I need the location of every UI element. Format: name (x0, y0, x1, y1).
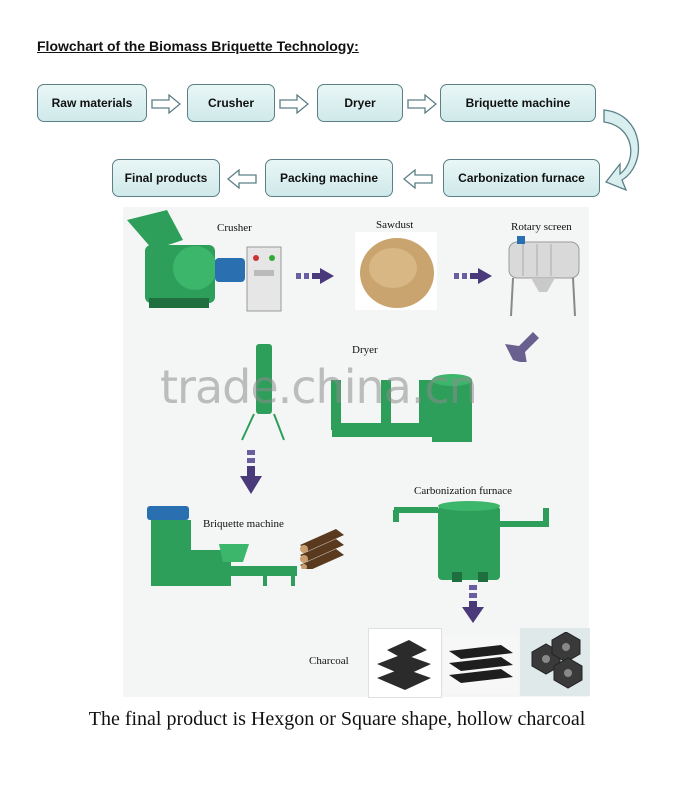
crusher-machine-image (127, 210, 245, 308)
stacked-charcoal-icon (449, 645, 513, 683)
left-arrow-icon (227, 169, 257, 189)
rotary-screen-image (508, 236, 580, 317)
crusher-label: Crusher (217, 222, 252, 234)
packing-machine-box: Packing machine (265, 159, 393, 197)
carbonization-furnace-image (393, 501, 549, 582)
briquette-machine-image (147, 506, 297, 586)
hexagon-charcoal-pile-icon (531, 632, 583, 689)
curved-down-arrow-icon (603, 109, 639, 192)
right-arrow-icon (296, 268, 334, 284)
right-arrow-icon (151, 94, 181, 114)
raw-materials-box: Raw materials (37, 84, 147, 122)
carbonization-furnace-label: Carbonization furnace (414, 485, 513, 497)
sawdust-pile-icon (360, 238, 434, 308)
briquette-sticks-image (300, 529, 344, 569)
down-arrow-icon (240, 450, 262, 494)
dryer-machine-image (241, 344, 472, 442)
square-charcoal-pile-icon (377, 640, 431, 690)
crusher-box: Crusher (187, 84, 275, 122)
caption: The final product is Hexgon or Square sh… (88, 708, 586, 730)
down-arrow-icon (462, 585, 484, 623)
right-arrow-icon (407, 94, 437, 114)
final-products-box: Final products (112, 159, 220, 197)
watermark: trade.china.cn (160, 360, 478, 414)
dryer-box: Dryer (317, 84, 403, 122)
down-left-arrow-icon (505, 332, 539, 362)
right-arrow-icon (454, 268, 492, 284)
control-cabinet-image (246, 246, 282, 312)
rotary-screen-label: Rotary screen (511, 221, 572, 233)
page-title: Flowchart of the Biomass Briquette Techn… (37, 38, 359, 54)
dryer-label: Dryer (352, 344, 378, 356)
carbonization-furnace-box: Carbonization furnace (443, 159, 600, 197)
briquette-machine-box: Briquette machine (440, 84, 596, 122)
charcoal-label: Charcoal (309, 655, 349, 667)
briquette-machine-label: Briquette machine (203, 518, 284, 530)
left-arrow-icon (403, 169, 433, 189)
sawdust-label: Sawdust (376, 219, 414, 231)
right-arrow-icon (279, 94, 309, 114)
